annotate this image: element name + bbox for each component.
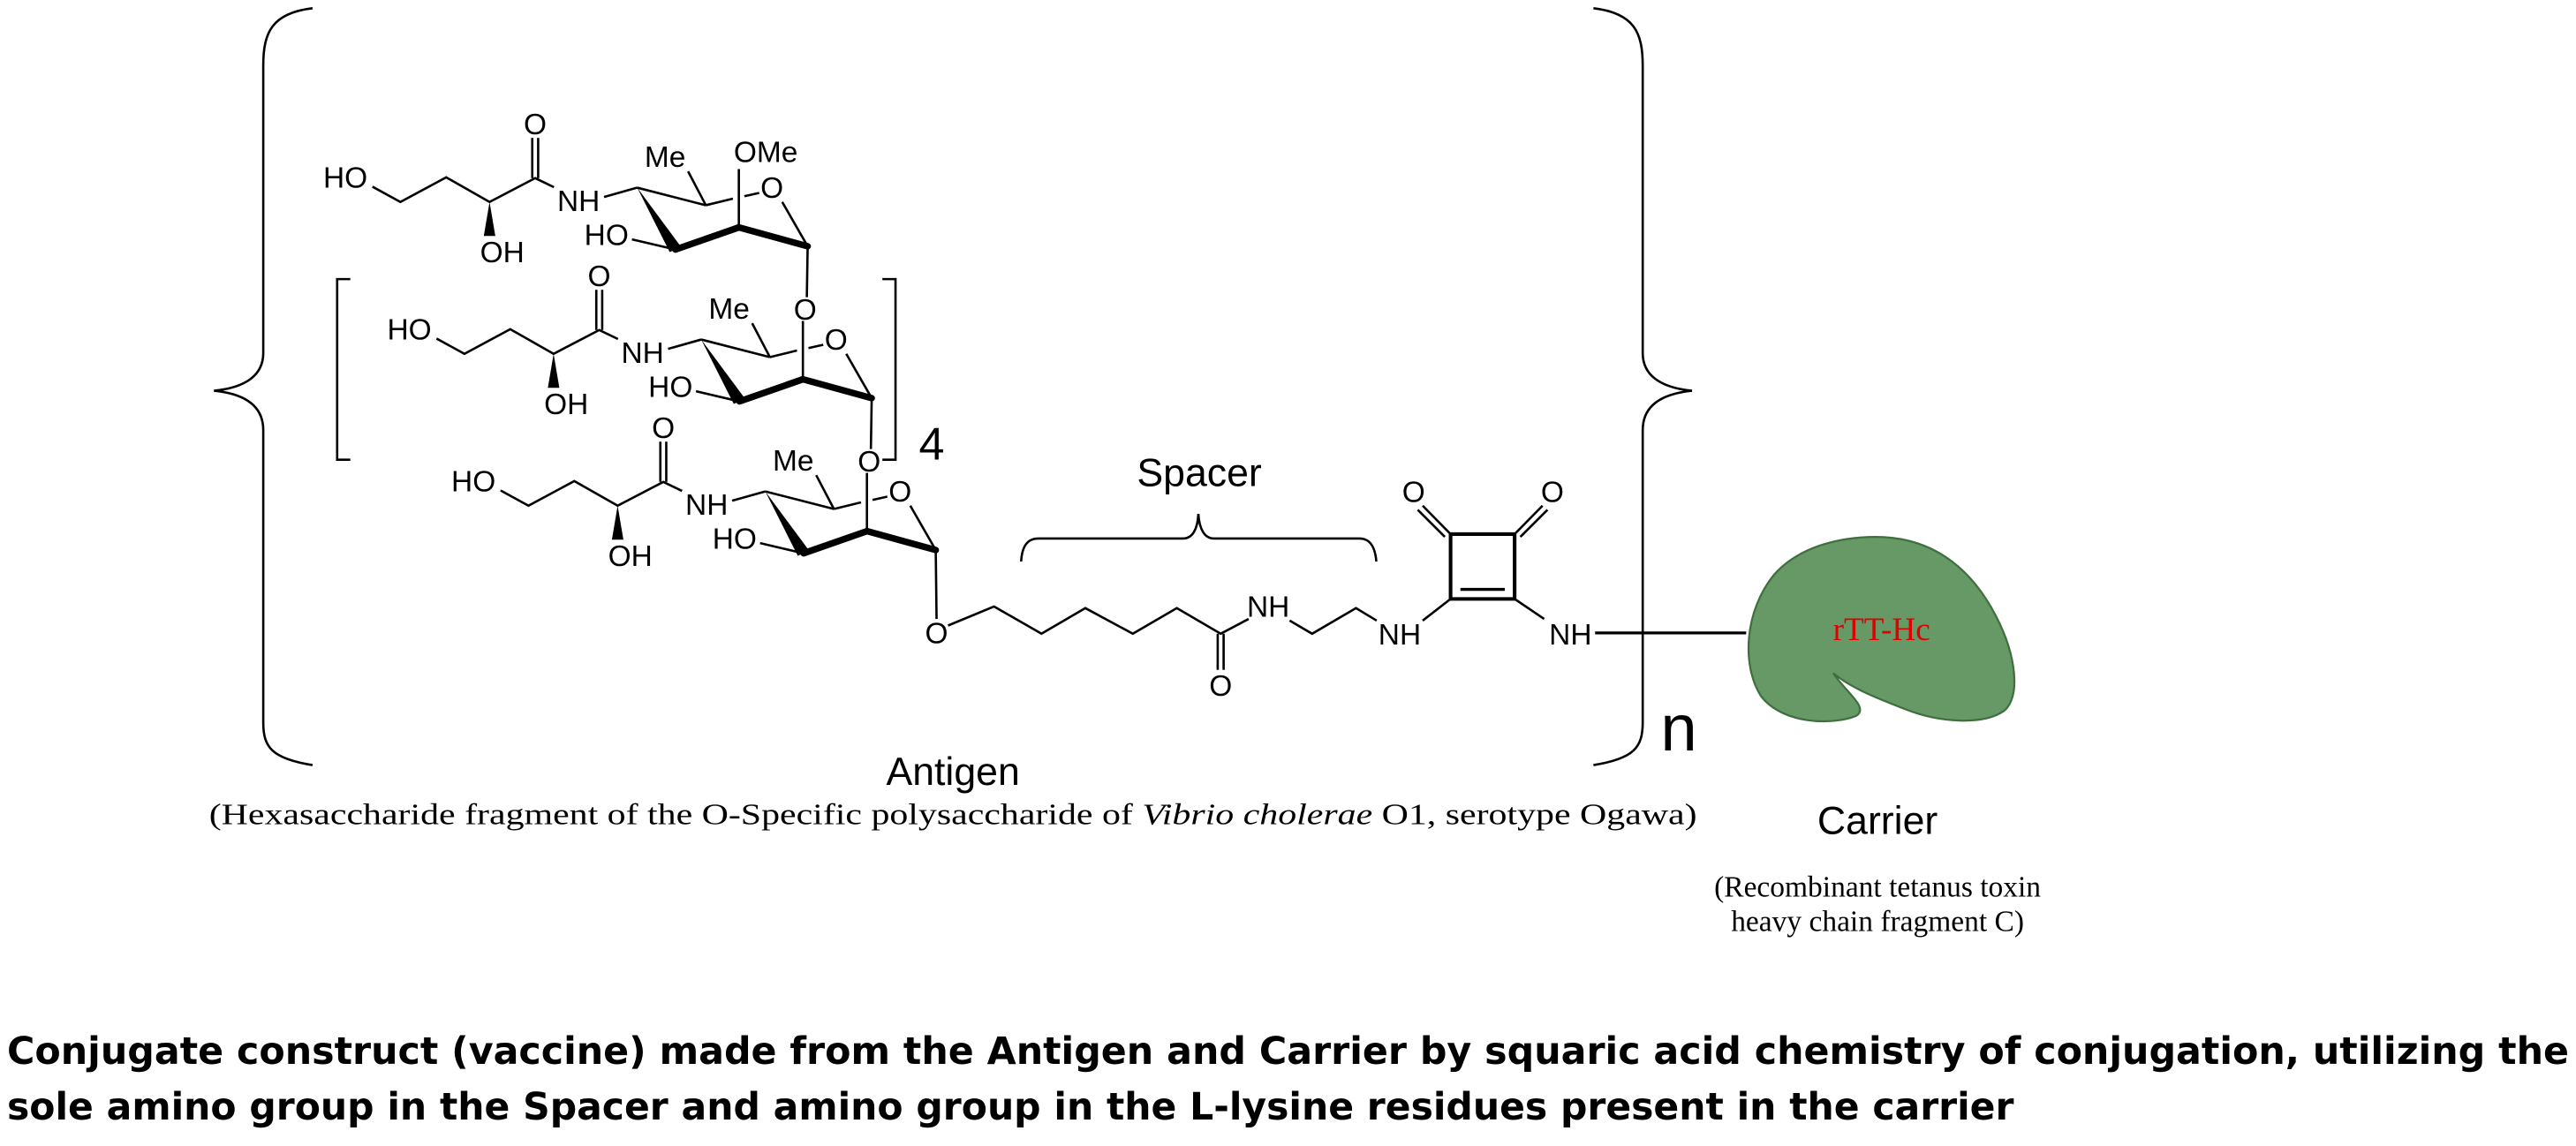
ring-bond-ab [637,186,706,207]
right-brace [1593,7,1693,766]
carrier-description-line1: (Recombinant tetanus toxin [1714,871,2041,903]
ring-bond-fe [800,527,871,557]
squarate-co-right-b [1519,509,1549,539]
methyl-bond [815,474,835,510]
atom-nh: NH [685,489,728,522]
atom-ring-ho: HO [648,372,692,404]
atom-glycosidic-o: O [794,294,817,327]
ring-wedge [701,339,745,404]
stereo-wedge [483,201,495,237]
atom-me: Me [708,293,750,326]
atom-chain-ho: HO [388,313,432,346]
glycosidic-bond [805,245,809,298]
atom-oh: OH [544,388,588,421]
atom-carbonyl-o: O [588,260,611,293]
atom-squarate-nh-right: NH [1549,619,1591,652]
n-ring-bond [603,186,638,199]
repeat-bracket-right [882,277,897,461]
ring-bond-ed [863,527,940,554]
ring-bond-co [808,343,824,350]
ring-bond-co [744,192,759,198]
ring-bond-od [781,201,809,247]
ring-bond-fe [672,223,743,253]
side-chain [500,479,683,508]
atom-me: Me [645,141,686,174]
ring-bond-bc [705,197,734,207]
atom-me: Me [773,445,814,478]
atom-ring-o: O [825,324,848,357]
ring-bond-od [845,353,873,399]
atom-chain-ho: HO [451,465,495,498]
atom-oh: OH [608,540,653,573]
atom-glycosidic-o: O [857,446,880,479]
spacer-brace [1020,513,1378,562]
caption-line1: Conjugate construct (vaccine) made from … [7,1029,2569,1074]
spacer-chain [948,605,1250,636]
ring-bond-ab [700,338,771,358]
ring-wedge [765,491,810,556]
atom-ring-ho: HO [585,220,629,253]
ring-bond-od [909,505,937,551]
carrier-description-line2: heavy chain fragment C) [1731,905,2024,938]
ring-bond-co [872,495,888,501]
carrier-label: Carrier [1817,800,1938,843]
n-ring-bond [668,338,702,351]
methyl-bond [751,322,771,358]
ho-ring-bond [695,389,740,403]
atom-ring-ho: HO [713,524,757,556]
squarate-co-left-b [1416,509,1447,539]
atom-amide-nh: NH [1247,592,1289,624]
atom-chain-ho: HO [323,162,367,194]
atom-ome: OMe [734,136,798,169]
ethylene-chain [1288,607,1378,636]
atom-squarate-o-left: O [1402,476,1425,509]
atom-carbonyl-o: O [652,412,675,445]
squarate-co-right-a [1514,504,1544,535]
ring-wedge [637,187,682,253]
atom-oh: OH [480,237,525,269]
squarate-nh-bond [1422,598,1452,622]
anomeric-bond [934,549,938,620]
ring-bond-ab [765,490,835,510]
stereo-wedge [548,353,560,388]
atom-ring-o: O [760,172,783,205]
ring-bond-fe [736,375,806,405]
left-brace [214,7,314,766]
glycosidic-bond [869,397,873,449]
polymer-index: n [1660,691,1696,765]
atom-ring-o: O [888,476,911,509]
carrier-protein-shape [1747,535,2016,723]
atom-nh: NH [622,337,664,370]
ring-bond-ed [799,375,875,402]
atom-amide-o: O [1209,670,1232,703]
squarate-co-left-a [1422,504,1452,535]
atom-squarate-o-right: O [1541,476,1564,509]
stereo-wedge [611,505,623,540]
methyl-bond [687,170,707,207]
ring-bond-ed [735,223,812,250]
spacer-label: Spacer [1137,451,1262,494]
antigen-description: (Hexasaccharide fragment of the O-Specif… [209,799,1697,832]
repeat-count: 4 [918,419,944,471]
ho-ring-bond [759,541,805,554]
caption-line2: sole amino group in the Spacer and amino… [7,1085,2013,1129]
ring-bond-bc [834,501,862,510]
antigen-label: Antigen [886,750,1019,794]
ring-bond-bc [769,349,797,358]
squarate-nh-right-bond [1514,598,1545,621]
atom-carbonyl-o: O [524,109,547,141]
carrier-name: rTT-Hc [1833,612,1930,648]
atom-spacer-o: O [925,617,948,650]
atom-amine-nh: NH [1379,619,1421,652]
side-chain [372,176,555,204]
atom-nh: NH [557,185,600,218]
side-chain [435,328,619,356]
repeat-bracket-left [336,277,351,461]
n-ring-bond [731,490,766,502]
ho-ring-bond [631,237,676,251]
